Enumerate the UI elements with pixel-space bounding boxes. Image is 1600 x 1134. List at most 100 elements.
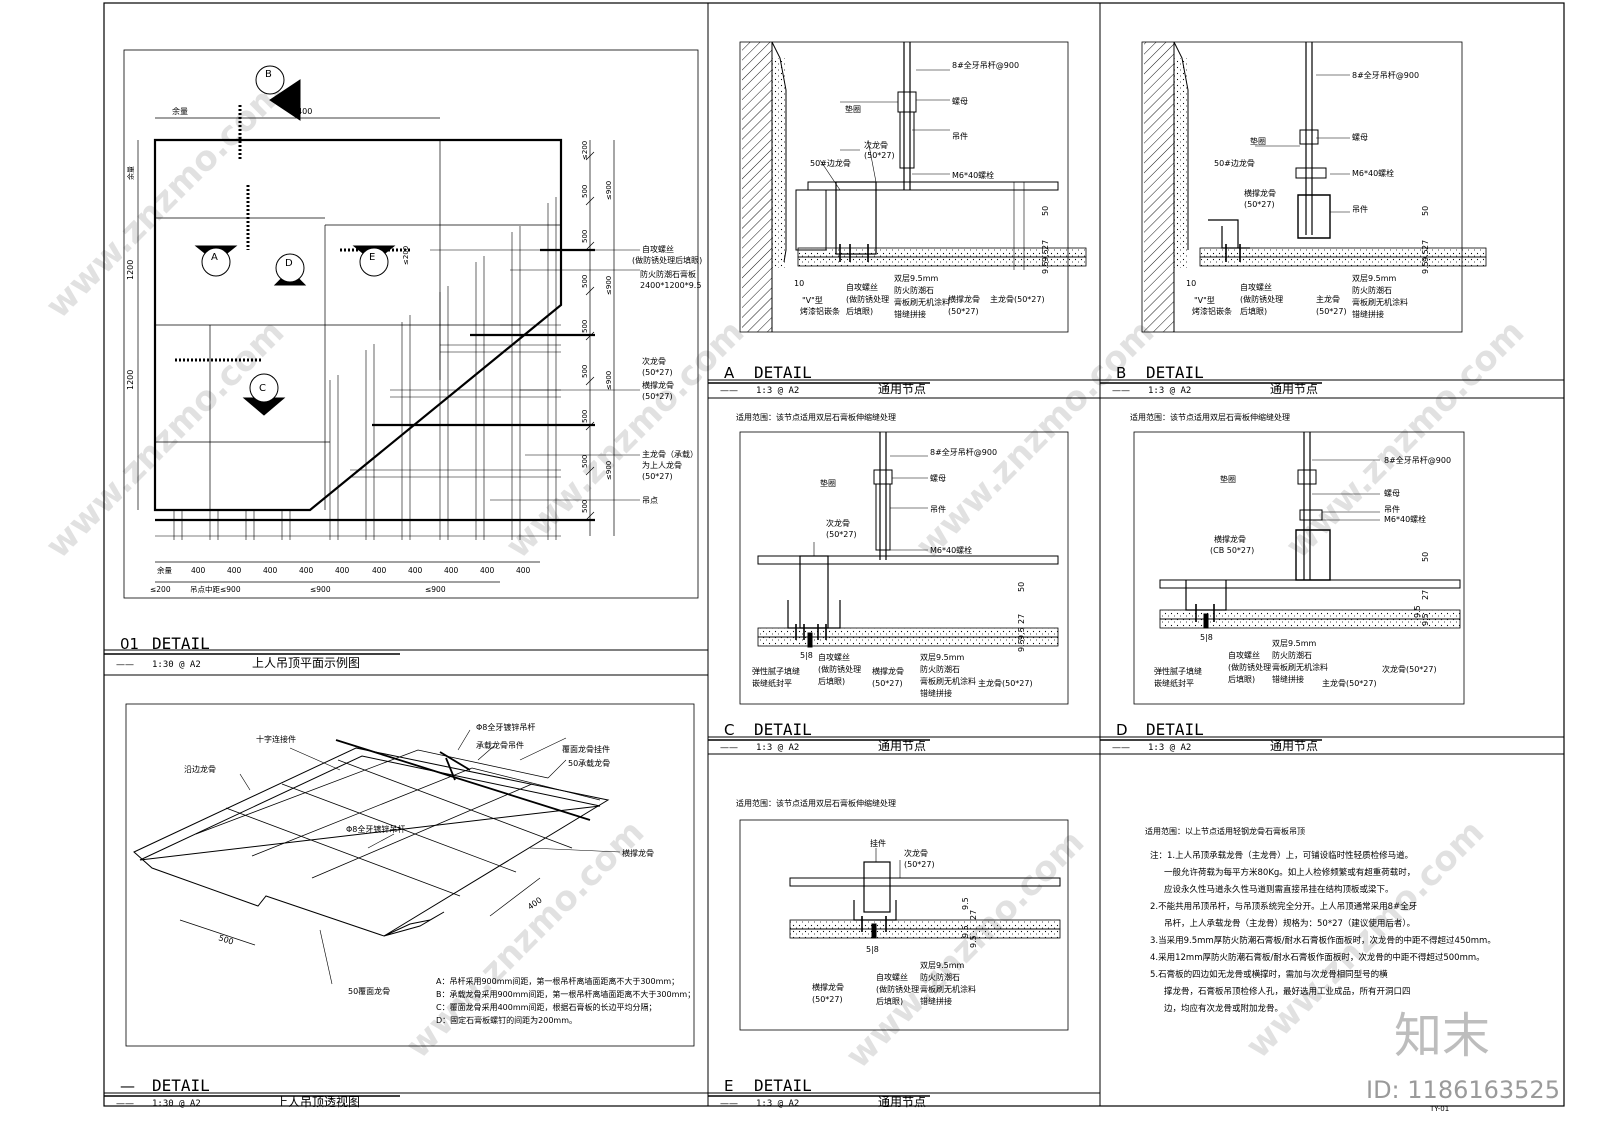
svg-text:主龙骨(50*27): 主龙骨(50*27) — [990, 294, 1045, 304]
svg-text:DETAIL: DETAIL — [754, 720, 812, 739]
svg-text:次龙骨: 次龙骨 — [826, 518, 850, 528]
svg-text:自攻螺丝: 自攻螺丝 — [642, 244, 674, 254]
svg-text:防火防潮石: 防火防潮石 — [920, 972, 960, 982]
svg-text:C: C — [724, 721, 734, 739]
svg-text:双层9.5mm: 双层9.5mm — [1352, 274, 1397, 283]
svg-text:后填眼): 后填眼) — [1228, 674, 1255, 684]
svg-text:400: 400 — [408, 566, 423, 575]
svg-text:50承载龙骨: 50承载龙骨 — [568, 758, 610, 768]
general-note-line: 吊杆，上人承载龙骨（主龙骨）规格为：50*27（建议使用后者）。 — [1164, 919, 1416, 929]
svg-text:1:3 @ A2: 1:3 @ A2 — [756, 386, 799, 396]
svg-text:错缝拼接: 错缝拼接 — [894, 309, 926, 319]
general-notes: 注：1.上人吊顶承载龙骨（主龙骨）上，可铺设临时性轻质检修马道。一般允许荷载为每… — [1150, 848, 1570, 1018]
svg-text:500: 500 — [581, 365, 589, 378]
general-note-line: 3.当采用9.5mm厚防火防潮石膏板/耐水石膏板作面板时，次龙骨的中距不得超过4… — [1150, 936, 1496, 946]
svg-text:——: —— — [1112, 743, 1130, 753]
svg-text:双层9.5mm: 双层9.5mm — [920, 653, 965, 662]
svg-text:B: B — [1116, 364, 1126, 382]
svg-text:9.5: 9.5 — [1041, 261, 1050, 274]
svg-text:≤900: ≤900 — [605, 461, 613, 480]
svg-text:(50*27): (50*27) — [642, 368, 673, 377]
svg-text:次龙骨(50*27): 次龙骨(50*27) — [1382, 664, 1437, 674]
svg-text:(50*27): (50*27) — [1316, 307, 1347, 316]
svg-text:9.5: 9.5 — [1421, 261, 1430, 274]
svg-text:烤漆铝嵌条: 烤漆铝嵌条 — [800, 306, 840, 316]
svg-text:上人吊顶平面示例图: 上人吊顶平面示例图 — [252, 656, 360, 670]
svg-text:B：承载龙骨采用900mm间距，第一根吊杆离墙面距离不大于3: B：承载龙骨采用900mm间距，第一根吊杆离墙面距离不大于300mm； — [436, 989, 695, 999]
svg-text:≤900: ≤900 — [605, 276, 613, 295]
title-c: C DETAIL —— 1:3 @ A2 通用节点 — [708, 720, 1100, 753]
svg-text:≤200: ≤200 — [581, 141, 589, 160]
svg-text:双层9.5mm: 双层9.5mm — [894, 274, 939, 283]
svg-text:E: E — [724, 1077, 733, 1095]
svg-text:9.5: 9.5 — [1017, 627, 1026, 640]
svg-text:沿边龙骨: 沿边龙骨 — [184, 764, 216, 774]
general-note-line: 边，均应有次龙骨或附加龙骨。 — [1164, 1004, 1284, 1014]
node-d-drawing — [1133, 431, 1465, 705]
svg-text:横撑龙骨: 横撑龙骨 — [622, 848, 654, 858]
svg-text:500: 500 — [217, 933, 234, 946]
marker-d: D — [285, 258, 293, 269]
svg-text:横撑龙骨: 横撑龙骨 — [642, 380, 674, 390]
svg-text:≤900: ≤900 — [605, 371, 613, 390]
title-blocks: 01 DETAIL —— 1:30 @ A2 上人吊顶平面示例图 — DETAI… — [104, 363, 1564, 1109]
sheet-number: TY-01 — [1429, 1105, 1449, 1113]
svg-text:27: 27 — [1421, 240, 1430, 250]
svg-text:8#全牙吊杆@900: 8#全牙吊杆@900 — [1352, 70, 1419, 80]
svg-text:DETAIL: DETAIL — [152, 634, 210, 653]
svg-text:错缝拼接: 错缝拼接 — [1272, 674, 1304, 684]
svg-text:——: —— — [720, 1099, 738, 1109]
svg-text:为上人龙骨: 为上人龙骨 — [642, 460, 682, 470]
svg-text:吊点: 吊点 — [642, 496, 658, 505]
svg-text:DETAIL: DETAIL — [754, 1076, 812, 1095]
svg-text:400: 400 — [299, 566, 314, 575]
iso-labels: 十字连接件 Φ8全牙镀锌吊杆 承载龙骨吊件 覆面龙骨挂件 50承载龙骨 沿边龙骨… — [184, 722, 695, 1025]
svg-text:余量: 余量 — [157, 565, 172, 575]
svg-text:≤900: ≤900 — [425, 585, 446, 594]
svg-text:500: 500 — [581, 455, 589, 468]
svg-text:自攻螺丝: 自攻螺丝 — [818, 652, 850, 662]
svg-text:通用节点: 通用节点 — [878, 382, 926, 396]
svg-text:吊件: 吊件 — [1352, 204, 1368, 214]
svg-text:50: 50 — [1421, 552, 1430, 562]
svg-text:400: 400 — [372, 566, 387, 575]
svg-text:嵌缝纸封平: 嵌缝纸封平 — [752, 678, 792, 688]
svg-text:1:30 @ A2: 1:30 @ A2 — [152, 1099, 201, 1109]
svg-text:400: 400 — [516, 566, 531, 575]
svg-text:螺母: 螺母 — [952, 96, 968, 106]
svg-text:通用节点: 通用节点 — [878, 739, 926, 753]
node-c-scope: 适用范围：该节点适用双层石膏板伸缩缝处理 — [736, 413, 896, 422]
panel-01-plan — [123, 49, 699, 599]
svg-text:500: 500 — [581, 185, 589, 198]
watermark: www.znzmo.com — [498, 312, 752, 566]
svg-text:50覆面龙骨: 50覆面龙骨 — [348, 986, 390, 996]
general-note-line: 5.石膏板的四边如无龙骨或横撑时，需加与次龙骨相同型号的横 — [1150, 970, 1388, 980]
svg-text:横撑龙骨: 横撑龙骨 — [1244, 188, 1276, 198]
svg-text:400: 400 — [227, 566, 242, 575]
svg-text:横撑龙骨: 横撑龙骨 — [872, 666, 904, 676]
svg-text:(50*27): (50*27) — [872, 679, 903, 688]
svg-text:膏板刷无机涂料: 膏板刷无机涂料 — [1352, 297, 1408, 307]
svg-text:(50*27): (50*27) — [864, 151, 895, 160]
node-e-drawing — [739, 819, 1069, 1031]
svg-text:10: 10 — [794, 279, 804, 288]
svg-text:吊点中距≤900: 吊点中距≤900 — [190, 584, 241, 594]
general-note-line: 4.采用12mm厚防火防潮石膏板/耐水石膏板作面板时，次龙骨的中距不得超过500… — [1150, 953, 1485, 963]
svg-text:"Ⅴ"型: "Ⅴ"型 — [802, 296, 823, 305]
svg-text:M6*40螺栓: M6*40螺栓 — [952, 170, 994, 180]
title-e: E DETAIL —— 1:3 @ A2 通用节点 — [708, 1076, 1100, 1109]
marker-b: B — [265, 69, 272, 80]
watermark: www.znzmo.com — [908, 312, 1162, 566]
svg-text:1:3 @ A2: 1:3 @ A2 — [1148, 386, 1191, 396]
svg-text:弹性腻子填缝: 弹性腻子填缝 — [1154, 666, 1202, 676]
svg-text:9.5: 9.5 — [1421, 613, 1430, 626]
svg-text:——: —— — [116, 660, 134, 670]
svg-text:400: 400 — [263, 566, 278, 575]
svg-text:400: 400 — [191, 566, 206, 575]
svg-text:嵌缝纸封平: 嵌缝纸封平 — [1154, 678, 1194, 688]
svg-text:9.5: 9.5 — [961, 925, 970, 938]
svg-text:后填眼): 后填眼) — [846, 306, 873, 316]
svg-text:防火防潮石膏板: 防火防潮石膏板 — [640, 269, 696, 279]
title-01: 01 DETAIL —— 1:30 @ A2 上人吊顶平面示例图 — [104, 634, 708, 670]
svg-text:400: 400 — [480, 566, 495, 575]
